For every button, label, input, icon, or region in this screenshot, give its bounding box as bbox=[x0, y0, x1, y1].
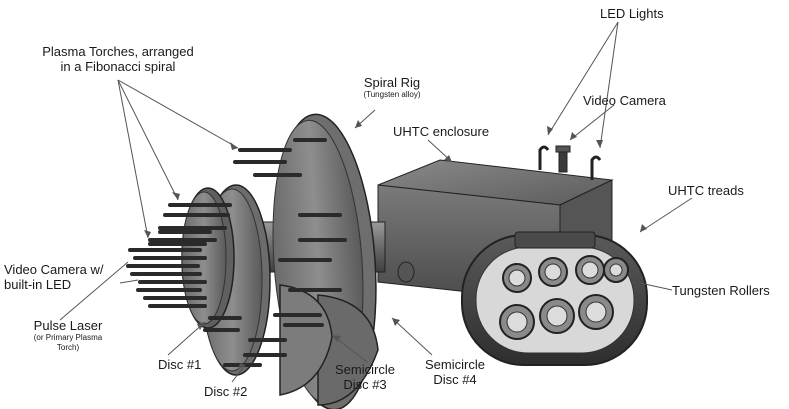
plasma-torches bbox=[126, 138, 347, 367]
disc-4-line-1: Semicircle bbox=[425, 357, 485, 372]
label-tungsten-rollers: Tungsten Rollers bbox=[672, 283, 770, 298]
led-lights bbox=[538, 145, 602, 180]
label-disc-2: Disc #2 bbox=[204, 384, 248, 399]
arrowheads bbox=[144, 120, 647, 370]
semicircle-disc-4 bbox=[317, 294, 379, 406]
label-video-camera: Video Camera bbox=[583, 93, 666, 108]
disc-3-line-2: Disc #3 bbox=[343, 377, 387, 392]
label-video-camera-led: Video Camera w/ built-in LED bbox=[4, 262, 103, 292]
label-uhtc-enclosure: UHTC enclosure bbox=[393, 124, 490, 139]
label-led-lights: LED Lights bbox=[600, 6, 664, 21]
plasma-torches-line-2: in a Fibonacci spiral bbox=[60, 59, 176, 74]
label-uhtc-treads: UHTC treads bbox=[668, 183, 744, 198]
pulse-laser-sub-1: (or Primary Plasma bbox=[33, 333, 103, 342]
spiral-rig-subtitle: (Tungsten alloy) bbox=[363, 90, 421, 99]
pulse-laser-sub-2: Torch) bbox=[56, 343, 80, 352]
video-camera-led-line-1: Video Camera w/ bbox=[4, 262, 104, 277]
disc-3-line-1: Semicircle bbox=[335, 362, 395, 377]
label-disc-1: Disc #1 bbox=[158, 357, 202, 372]
label-disc-4: Semicircle Disc #4 bbox=[416, 357, 494, 387]
tungsten-rollers bbox=[499, 255, 629, 340]
video-camera bbox=[555, 145, 571, 173]
spiral-rig-title: Spiral Rig bbox=[363, 75, 421, 90]
label-disc-3: Semicircle Disc #3 bbox=[326, 362, 404, 392]
label-spiral-rig: Spiral Rig (Tungsten alloy) bbox=[352, 75, 432, 100]
pulse-laser-title: Pulse Laser bbox=[33, 318, 103, 333]
label-plasma-torches: Plasma Torches, arranged in a Fibonacci … bbox=[30, 44, 206, 74]
disc-4-line-2: Disc #4 bbox=[433, 372, 477, 387]
video-camera-led-line-2: built-in LED bbox=[4, 277, 72, 292]
label-pulse-laser: Pulse Laser (or Primary Plasma Torch) bbox=[18, 318, 118, 353]
semicircle-disc-3 bbox=[279, 284, 333, 396]
plasma-torches-line-1: Plasma Torches, arranged bbox=[42, 44, 194, 59]
